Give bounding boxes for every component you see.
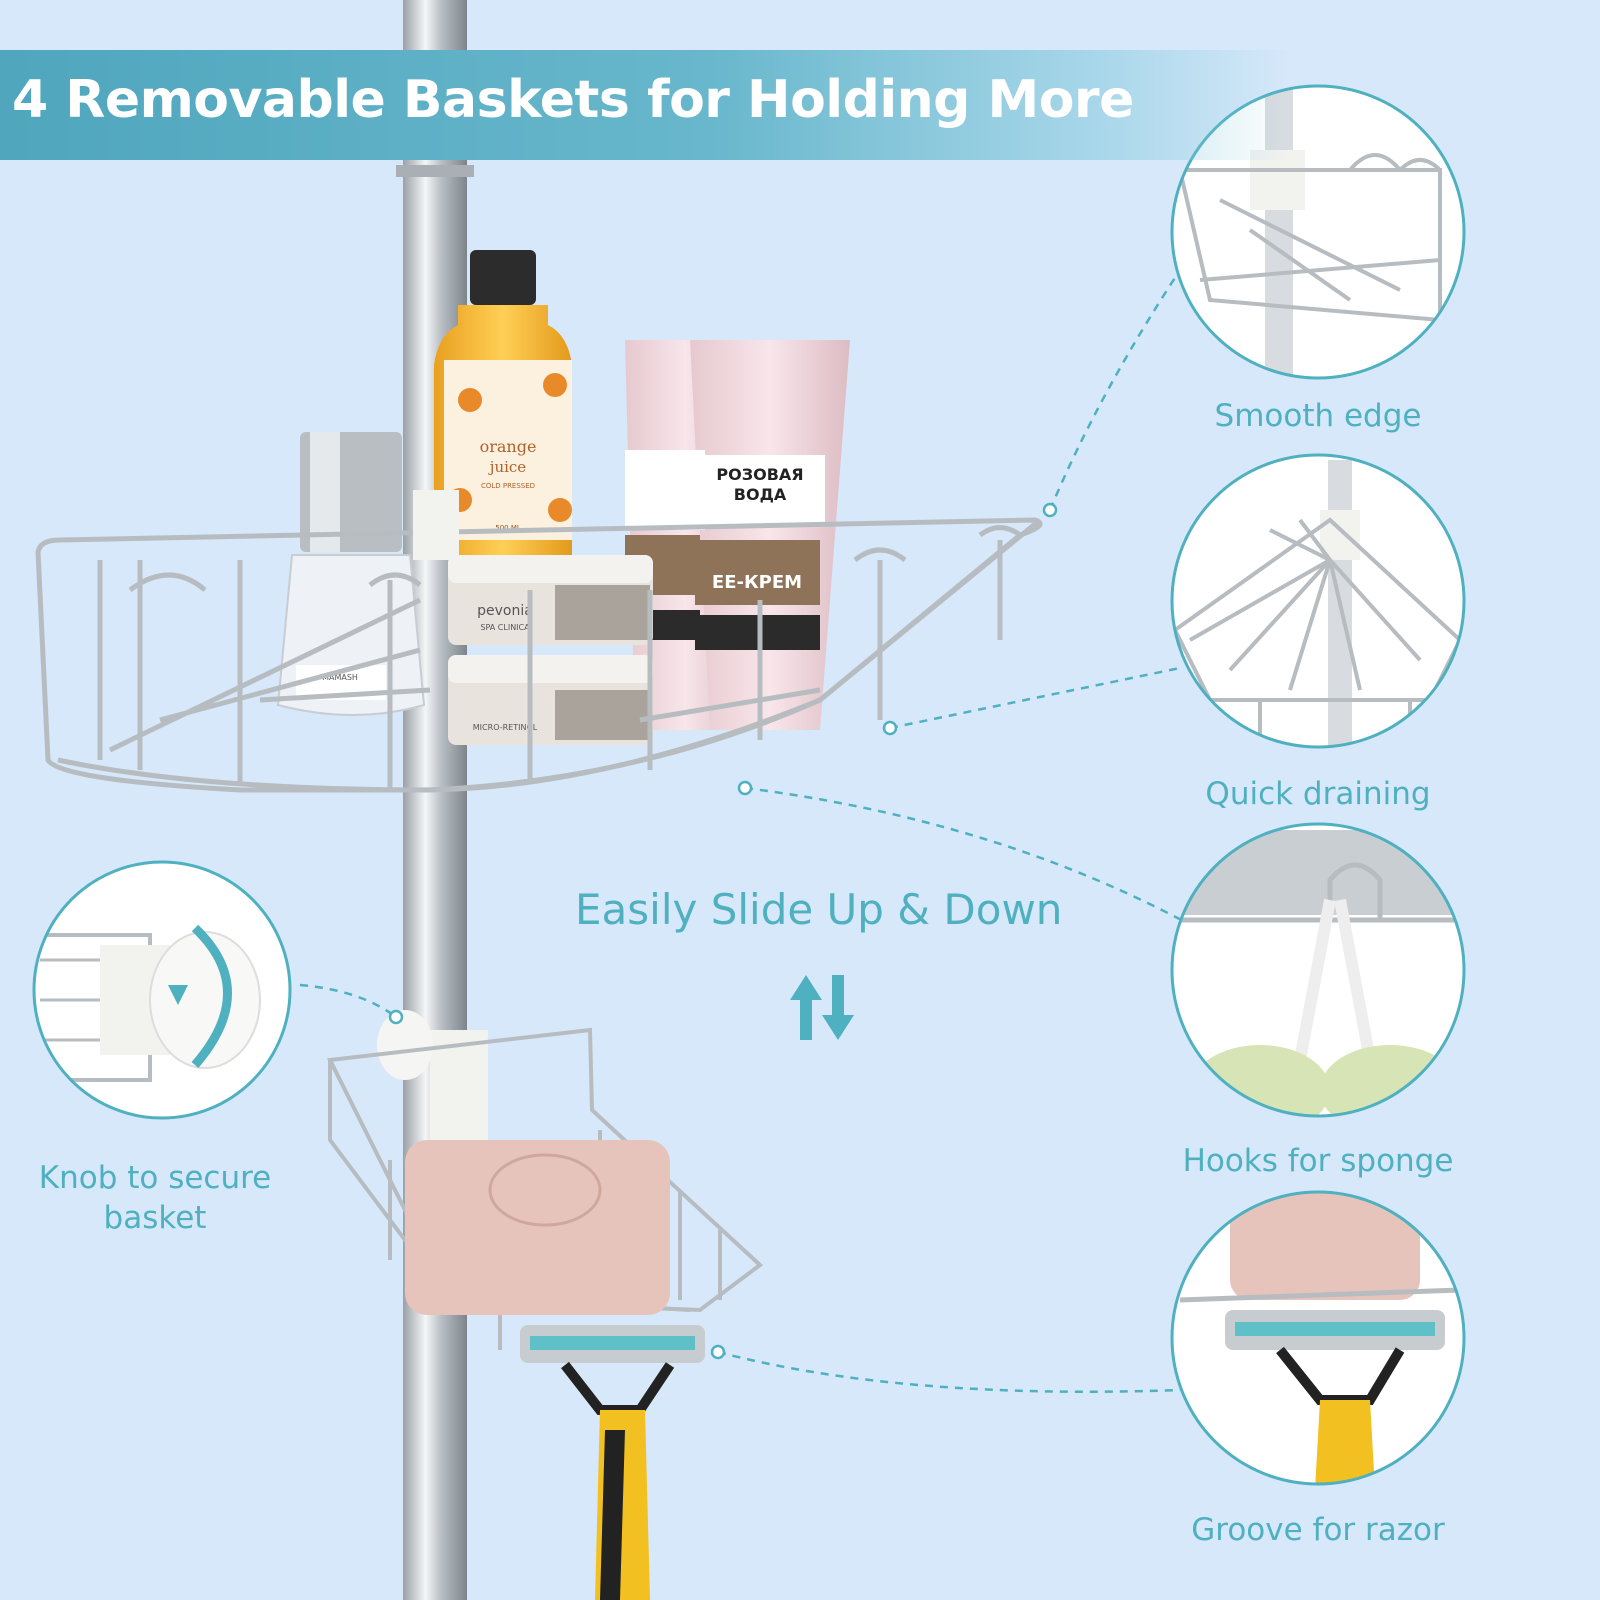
tube-text-3: EE-КРЕМ xyxy=(712,572,802,593)
slide-arrows-icon xyxy=(790,975,854,1040)
bottle-volume: 500 ML xyxy=(495,524,521,532)
cosmetic-tubes: РОЗОВАЯ ВОДА EE-КРЕМ xyxy=(625,340,850,730)
soap-basket xyxy=(326,1010,764,1350)
rotate-arrow-icon xyxy=(168,985,188,1005)
corner-basket-top xyxy=(35,517,1043,793)
callout-hooks-for-sponge: Hooks for sponge xyxy=(1182,1143,1454,1179)
callout-quick-draining: Quick draining xyxy=(1205,776,1431,812)
tube-text-2: ВОДА xyxy=(734,485,787,504)
detail-circle-quick-draining xyxy=(1170,453,1466,749)
razor xyxy=(520,1325,705,1600)
jar-product: MICRO-RETINOL xyxy=(473,723,538,732)
title-banner xyxy=(0,50,1290,160)
detail-circle-groove-for-razor xyxy=(1170,1190,1466,1486)
detail-circle-knob xyxy=(32,860,292,1120)
knob-label: Knob to secure basket xyxy=(20,1158,290,1238)
callout-smooth-edge: Smooth edge xyxy=(1214,398,1422,434)
callout-groove-for-razor: Groove for razor xyxy=(1191,1512,1445,1548)
orange-juice-bottle: orange juice COLD PRESSED 500 ML xyxy=(434,250,572,560)
detail-circle-hooks-for-sponge xyxy=(1170,822,1466,1118)
connector-dots xyxy=(388,502,1058,1360)
bottle-label-2: juice xyxy=(488,458,527,476)
bottle-label: orange xyxy=(480,437,537,456)
cream-jars: pevonia SPA CLINICA MICRO-RETINOL xyxy=(448,555,653,745)
bracket-clip xyxy=(413,490,459,560)
slide-up-down-label: Easily Slide Up & Down xyxy=(575,885,1063,934)
tube-text: РОЗОВАЯ xyxy=(716,465,803,484)
knob-label-line-2: basket xyxy=(103,1200,207,1236)
knob-label-line-1: Knob to secure xyxy=(38,1160,272,1196)
jar-brand: pevonia xyxy=(477,603,533,619)
tension-pole xyxy=(396,0,474,1600)
callout-connectors xyxy=(299,257,1201,1393)
mamash-label: MAMASH xyxy=(322,673,358,682)
banner-title: 4 Removable Baskets for Holding More xyxy=(12,70,1134,130)
jar-line: SPA CLINICA xyxy=(480,623,530,632)
bottle-label-3: COLD PRESSED xyxy=(481,482,535,490)
